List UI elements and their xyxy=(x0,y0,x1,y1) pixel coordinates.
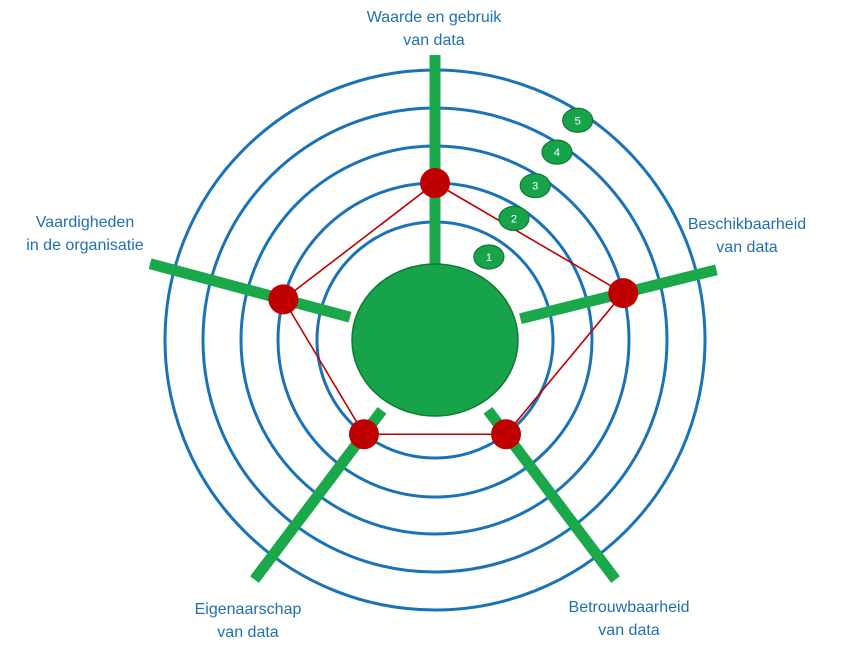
axis-label-eigenaarschap: Eigenaarschap van data xyxy=(148,598,348,644)
axis-label-vaardigheden-line2: in de organisatie xyxy=(26,237,144,254)
ring-badge-2: 2 xyxy=(498,205,530,231)
ring-badge-shape xyxy=(473,244,505,270)
axis-label-eigenaarschap-line2: van data xyxy=(217,624,279,641)
ring-badge-5: 5 xyxy=(562,107,594,133)
ring-badge-3: 3 xyxy=(519,173,551,199)
axis-label-waarde: Waarde en gebruik van data xyxy=(334,6,534,52)
axis-label-vaardigheden: Vaardigheden in de organisatie xyxy=(0,211,170,257)
axis-label-betrouwbaarheid-line1: Betrouwbaarheid xyxy=(568,599,690,616)
axis-label-beschikbaarheid-line2: van data xyxy=(716,239,778,256)
hub-layer xyxy=(351,263,519,417)
ring-badge-label: 4 xyxy=(554,147,560,159)
score-marker-betrouwbaarheid xyxy=(491,419,522,450)
ring-badge-1: 1 xyxy=(473,244,505,270)
axis-label-beschikbaarheid: Beschikbaarheid van data xyxy=(667,213,827,259)
ring-badge-shape xyxy=(498,205,530,231)
ring-badge-4: 4 xyxy=(541,139,573,165)
score-polygon xyxy=(282,182,625,436)
ring-level-badges: 1 2 3 4 5 xyxy=(473,107,594,270)
ring-badge-shape xyxy=(519,173,551,199)
ring-badge-label: 5 xyxy=(575,115,581,127)
center-hub xyxy=(351,263,519,417)
axis-label-waarde-line1: Waarde en gebruik xyxy=(366,9,502,26)
axis-label-betrouwbaarheid: Betrouwbaarheid van data xyxy=(529,596,729,642)
ring-badge-shape xyxy=(541,139,573,165)
axis-label-eigenaarschap-line1: Eigenaarschap xyxy=(194,601,302,618)
ring-badge-shape xyxy=(562,107,594,133)
axis-label-beschikbaarheid-line1: Beschikbaarheid xyxy=(687,216,807,233)
score-marker-beschikbaarheid xyxy=(608,278,639,309)
axis-label-waarde-line2: van data xyxy=(403,32,465,49)
score-marker-eigenaarschap xyxy=(348,419,379,450)
axis-label-vaardigheden-line1: Vaardigheden xyxy=(35,214,135,231)
score-marker-vaardigheden xyxy=(268,284,299,315)
score-markers xyxy=(268,168,639,450)
ring-badge-label: 3 xyxy=(532,181,538,193)
axis-spoke-vaardigheden xyxy=(148,258,352,323)
ring-badge-label: 1 xyxy=(486,252,492,264)
ring-badge-label: 2 xyxy=(511,213,517,225)
score-marker-waarde xyxy=(420,168,450,198)
score-polygon-layer xyxy=(282,182,625,436)
axis-label-betrouwbaarheid-line2: van data xyxy=(598,622,660,639)
